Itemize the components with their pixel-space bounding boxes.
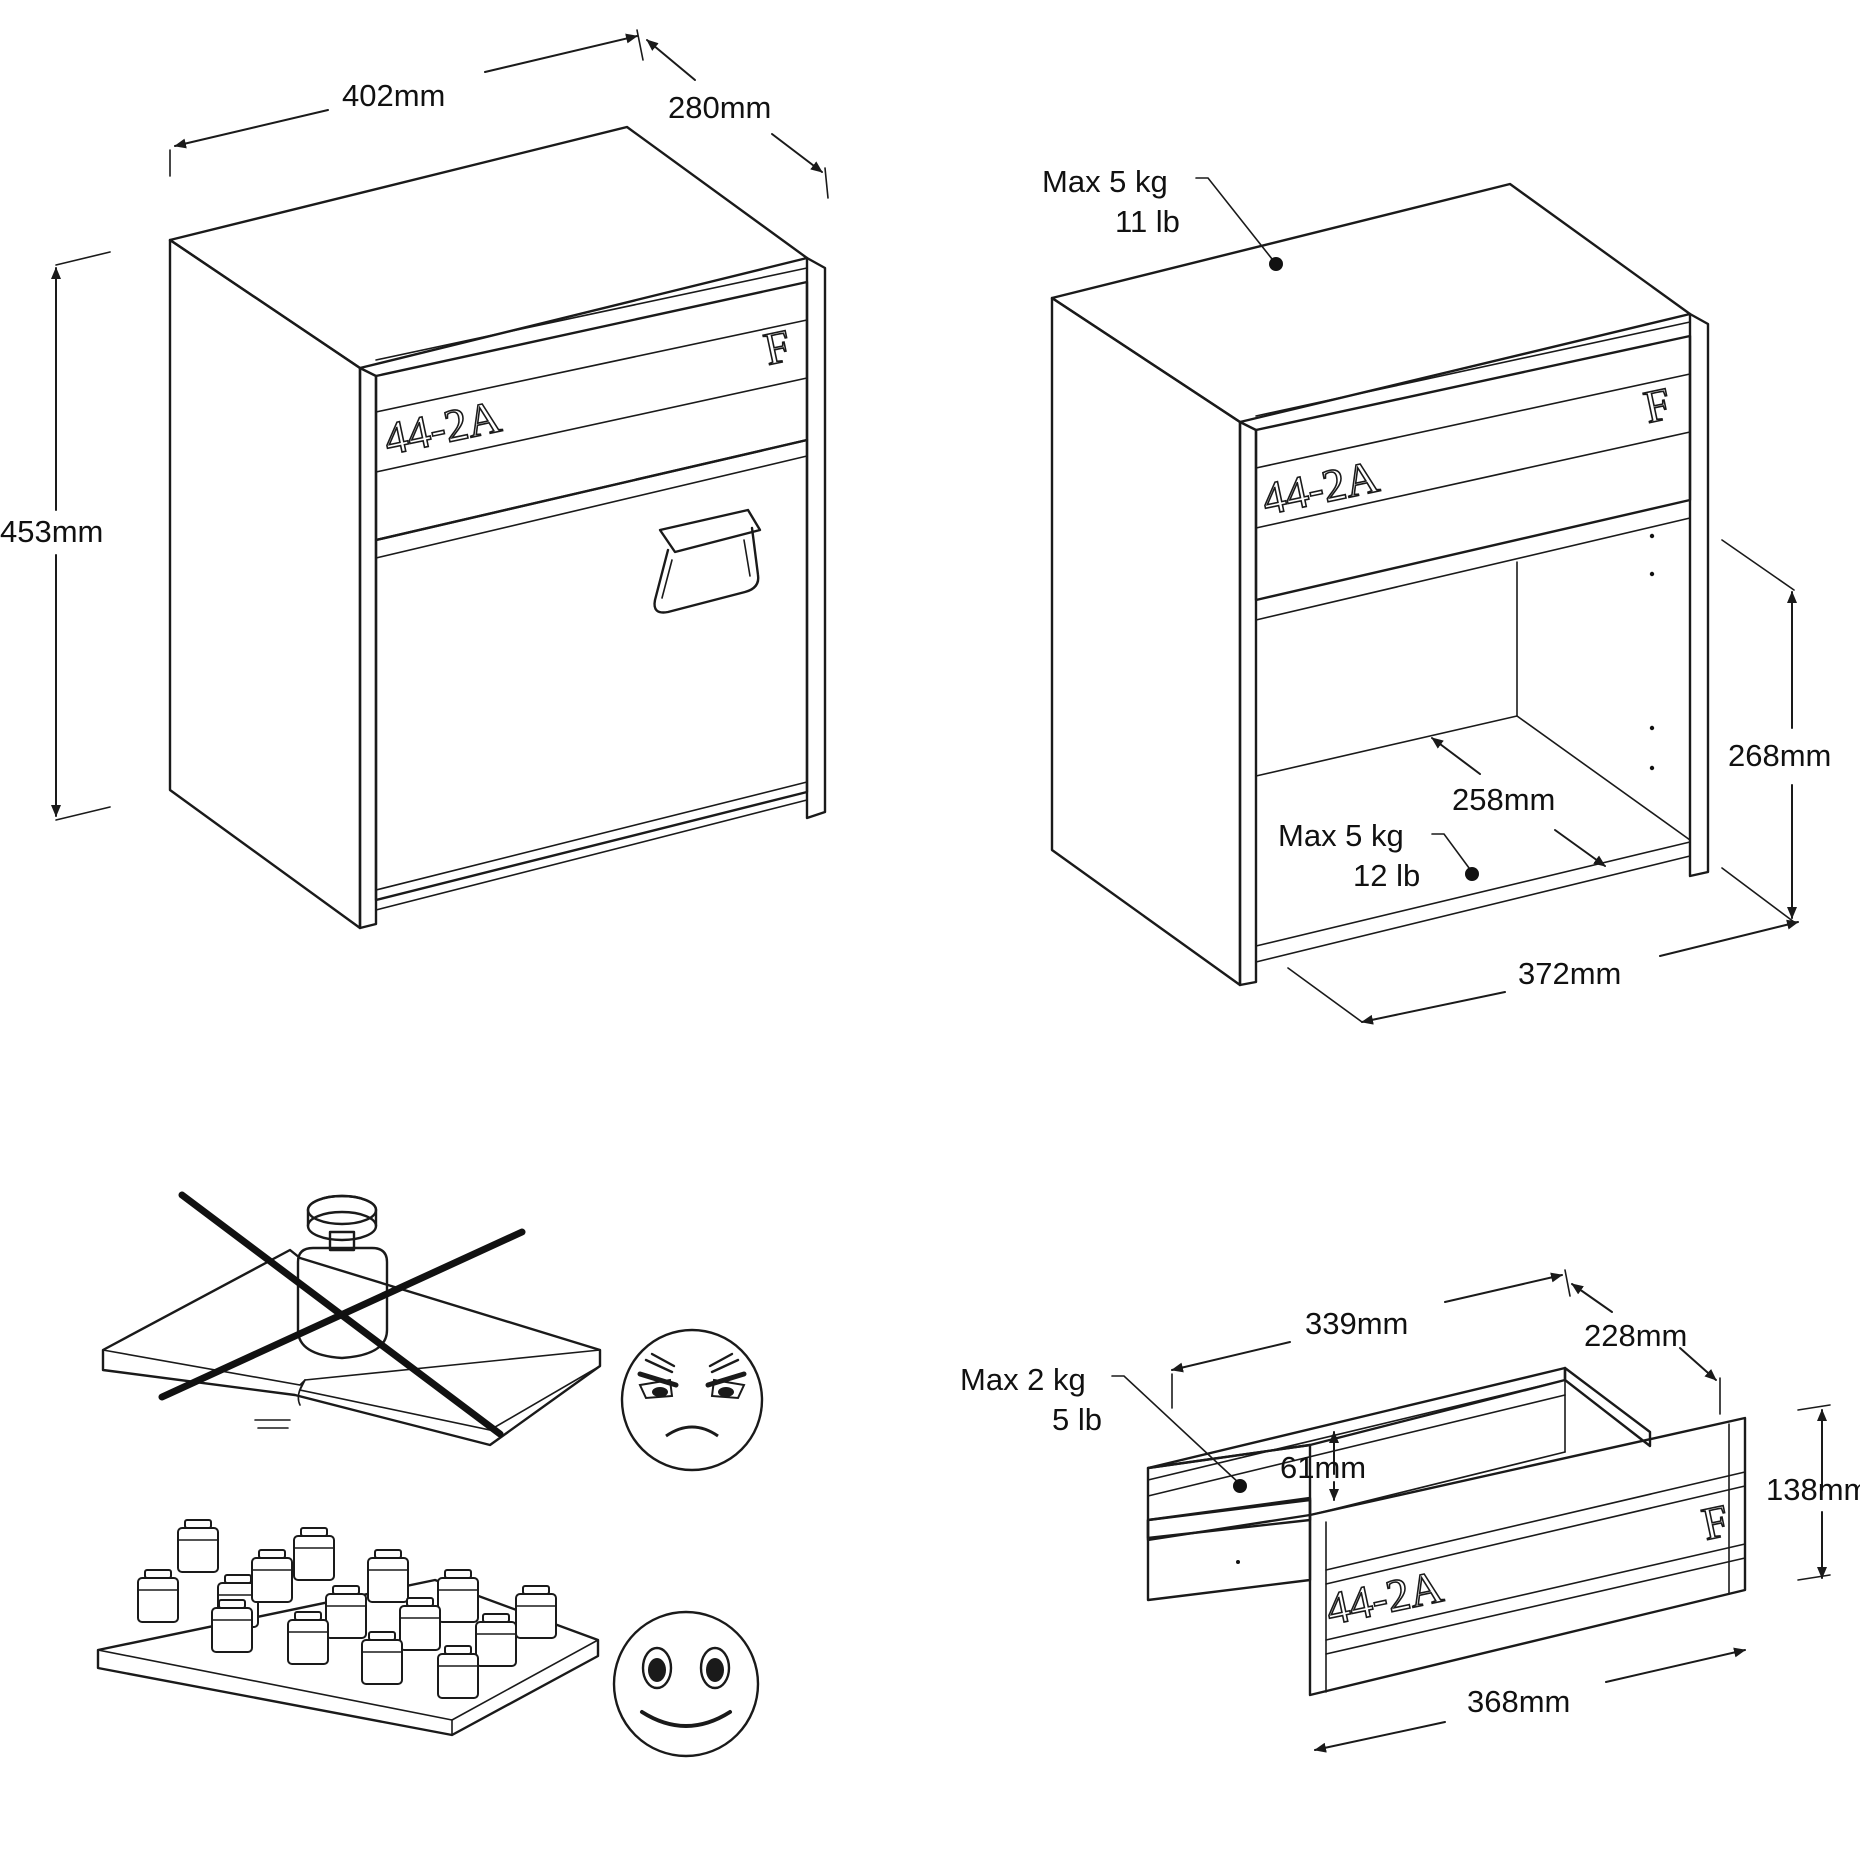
cabinet-door xyxy=(374,438,809,902)
top-load-kg: Max 5 kg xyxy=(1042,164,1168,199)
drawer-front-panel xyxy=(1308,1416,1747,1697)
bent-shelf xyxy=(101,1248,602,1447)
open-cabinet-right-edge xyxy=(1688,312,1710,878)
drawer-load-lb: 5 lb xyxy=(1052,1402,1102,1437)
drawer-load-point xyxy=(1233,1479,1247,1493)
drawer-unit: 44-2A F Max 2 kg 5 lb 339mm 228mm 61mm 1… xyxy=(960,1269,1860,1753)
distributed-weights-icon xyxy=(137,1519,557,1699)
drawer-inner-width-label: 339mm xyxy=(1305,1306,1408,1341)
inner-height-label: 268mm xyxy=(1728,738,1831,773)
top-load-lb: 11 lb xyxy=(1115,204,1180,239)
wrong-load-illustration xyxy=(101,1191,764,1472)
open-cabinet-side-panel xyxy=(1050,296,1242,987)
inner-width-label: 372mm xyxy=(1518,956,1621,991)
heavy-weight-icon xyxy=(296,1194,389,1360)
shelf-load-lb: 12 lb xyxy=(1353,858,1420,893)
open-cabinet-drawer-front xyxy=(1254,334,1692,602)
door-handle-icon[interactable] xyxy=(653,508,762,614)
drawer-load-kg: Max 2 kg xyxy=(960,1362,1086,1397)
angry-face-icon xyxy=(620,1328,764,1472)
width-label: 402mm xyxy=(342,78,445,113)
closed-cabinet: 44-2A F 402mm 280mm 453mm xyxy=(0,29,829,930)
drawer-front-width-label: 368mm xyxy=(1467,1684,1570,1719)
engraving-letter: F xyxy=(759,320,795,375)
drawer-inner-height-label: 61mm xyxy=(1280,1450,1366,1485)
engraving-code: 44-2A xyxy=(379,390,505,464)
open-cabinet: 44-2A F Max 5 kg 11 lb 258mm Max 5 kg 12… xyxy=(1042,164,1831,1025)
depth-label: 280mm xyxy=(668,90,771,125)
flat-shelf xyxy=(96,1578,600,1737)
right-load-illustration xyxy=(96,1519,760,1758)
shelf-load-point xyxy=(1465,867,1479,881)
open-cabinet-left-edge xyxy=(1238,420,1258,987)
top-load-point xyxy=(1269,257,1283,271)
inner-depth-label: 258mm xyxy=(1452,782,1555,817)
cabinet-side-panel xyxy=(168,238,362,930)
open-engraving-code: 44-2A xyxy=(1257,450,1383,524)
shelf-front-edge xyxy=(1255,841,1691,947)
drawer-engraving-code: 44-2A xyxy=(1321,1560,1447,1634)
drawer-engraving-letter: F xyxy=(1697,1495,1733,1550)
drawer-inner-depth-label: 228mm xyxy=(1584,1318,1687,1353)
cabinet-top-panel xyxy=(168,125,809,370)
drawer-front-height-label: 138mm xyxy=(1766,1472,1860,1507)
cabinet-right-edge xyxy=(805,256,827,820)
height-label: 453mm xyxy=(0,514,103,549)
open-engraving-letter: F xyxy=(1639,378,1675,433)
shelf-load-kg: Max 5 kg xyxy=(1278,818,1404,853)
cabinet-left-edge xyxy=(358,366,378,930)
smiley-face-icon xyxy=(612,1610,760,1758)
